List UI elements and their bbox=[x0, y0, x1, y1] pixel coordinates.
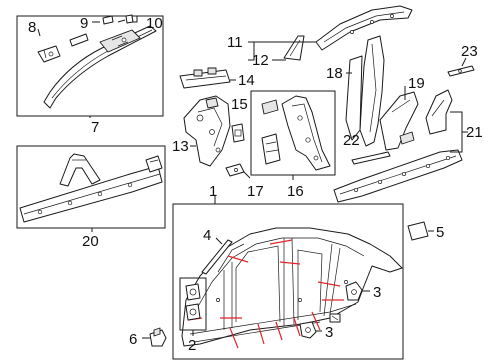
callout-10: 10 bbox=[146, 15, 163, 32]
callout-3-lower: 3 bbox=[325, 324, 333, 341]
callout-5: 5 bbox=[436, 224, 444, 241]
part-3-upper bbox=[345, 281, 363, 301]
callout-23: 23 bbox=[461, 43, 478, 60]
callout-1: 1 bbox=[209, 183, 217, 200]
callout-4: 4 bbox=[203, 227, 211, 244]
callout-11: 11 bbox=[227, 34, 243, 51]
main-body-box bbox=[172, 203, 404, 360]
part-18 bbox=[345, 35, 385, 147]
part-14 bbox=[179, 67, 231, 89]
callout-22: 22 bbox=[343, 132, 360, 149]
part-17 bbox=[225, 163, 245, 177]
part-19 bbox=[379, 91, 419, 151]
callout-17: 17 bbox=[247, 183, 264, 200]
callout-2: 2 bbox=[188, 337, 196, 354]
callout-20: 20 bbox=[82, 233, 99, 250]
part-6 bbox=[149, 327, 167, 347]
callout-6: 6 bbox=[129, 331, 137, 348]
group-21-leaders bbox=[450, 111, 468, 153]
callout-8: 8 bbox=[28, 19, 36, 36]
group-7-box bbox=[16, 14, 164, 117]
callout-12: 12 bbox=[252, 52, 269, 69]
small-clip bbox=[329, 313, 341, 323]
part-3-lower bbox=[299, 321, 317, 339]
callout-16: 16 bbox=[287, 183, 304, 200]
callout-3-upper: 3 bbox=[373, 284, 381, 301]
callout-19: 19 bbox=[408, 75, 425, 92]
callout-15: 15 bbox=[231, 96, 248, 113]
callout-21: 21 bbox=[466, 124, 483, 141]
part-22 bbox=[351, 151, 391, 165]
part-23 bbox=[447, 65, 475, 77]
part-5 bbox=[407, 221, 429, 241]
callout-14: 14 bbox=[238, 72, 255, 89]
part-13 bbox=[183, 95, 231, 167]
part-15 bbox=[231, 123, 245, 143]
callout-18: 18 bbox=[326, 65, 343, 82]
group-7-leaders bbox=[37, 19, 126, 118]
callout-13: 13 bbox=[172, 138, 189, 155]
group-20-box bbox=[16, 145, 166, 229]
callout-7: 7 bbox=[91, 119, 99, 136]
part-2-box bbox=[179, 277, 207, 331]
part-4 bbox=[201, 239, 233, 275]
group-16-box bbox=[250, 90, 336, 176]
group-11-leaders bbox=[248, 41, 316, 61]
part-21 bbox=[333, 89, 463, 203]
roof-rail-11 bbox=[283, 5, 413, 61]
callout-9: 9 bbox=[80, 15, 88, 32]
